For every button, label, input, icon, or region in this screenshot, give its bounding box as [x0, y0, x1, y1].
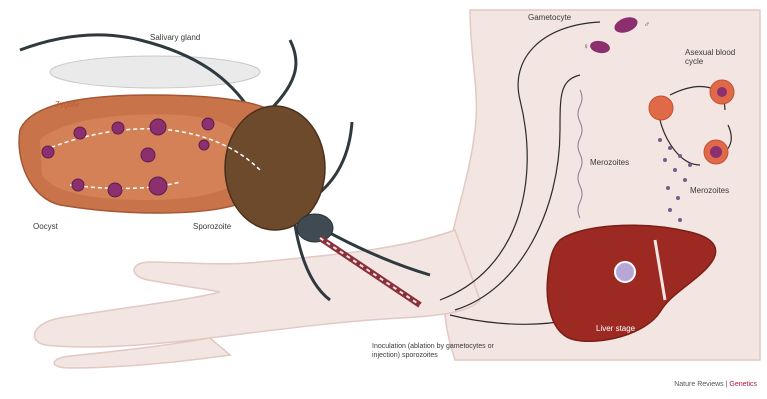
label-inoculation: Inoculation (ablation by gametocytes or …	[372, 342, 502, 360]
label-oocyst: Oocyst	[33, 222, 58, 231]
label-merozoites-upper: Merozoites	[590, 158, 629, 167]
liver-schizont	[615, 262, 635, 282]
label-asexual-cycle: Asexual blood cycle	[685, 48, 743, 66]
label-sporozoite: Sporozoite	[193, 222, 231, 231]
label-merozoites-lower: Merozoites	[690, 186, 729, 195]
label-salivary-gland: Salivary gland	[150, 33, 200, 42]
label-female: ♀	[583, 42, 589, 51]
label-liver-stage: Liver stage	[596, 324, 635, 333]
credit-publisher: Genetics	[729, 381, 757, 388]
label-zygote: Zygote	[55, 100, 79, 109]
label-male: ♂	[644, 20, 650, 29]
mosquito-head	[297, 214, 333, 242]
label-gametocyte: Gametocyte	[528, 13, 571, 22]
image-credit: Nature Reviews | Genetics	[674, 381, 757, 388]
human-arm	[34, 230, 480, 347]
credit-journal: Nature Reviews	[674, 381, 723, 388]
mosquito-thorax	[225, 106, 325, 230]
